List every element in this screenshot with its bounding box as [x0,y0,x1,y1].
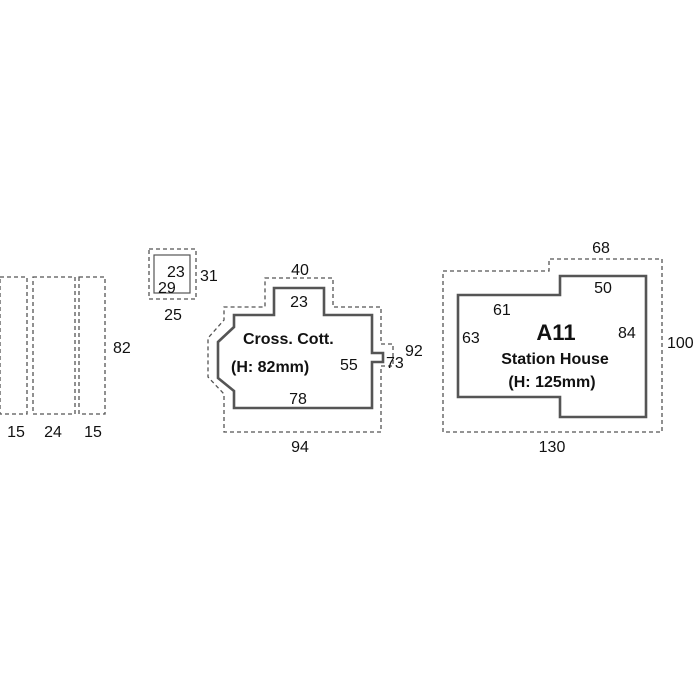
small-piece-dim-b: 29 [158,280,176,297]
cross-cottages-height: (H: 82mm) [231,359,309,376]
wall-piece-left [0,276,28,415]
cross-right-inner: 55 [340,357,358,374]
wall-piece-middle [32,276,76,415]
small-piece: 23 29 31 25 [148,248,218,324]
cross-top-outer: 40 [291,262,309,279]
cross-cottages-footprint [216,286,385,410]
cross-cottages-name: Cross. Cott. [243,331,334,348]
wall-height: 82 [113,340,131,357]
cross-top-inner: 23 [290,294,308,311]
small-piece-inner [153,254,191,294]
cross-bottom-inner: 78 [289,391,307,408]
station-right-outer: 100 [667,335,694,352]
small-piece-outline [148,248,197,300]
cross-right-outer: 73 [386,355,404,372]
station-top-inner: 50 [594,280,612,297]
station-top-outer: 68 [592,240,610,257]
crossing-cottages: 40 23 Cross. Cott. (H: 82mm) 55 73 78 94 [207,262,404,456]
station-code: A11 [536,320,575,345]
small-piece-outer-right: 31 [200,268,218,285]
wall-right-width: 15 [84,424,102,441]
station-left-outer: 92 [405,343,423,360]
wall-piece-right [78,276,106,415]
cross-bottom-outer: 94 [291,439,309,456]
wall-pieces: 15 24 15 82 [0,276,131,441]
station-step-inner: 61 [493,302,511,319]
wall-middle-width: 24 [44,424,62,441]
cross-cottages-outline [207,277,394,433]
station-house-footprint [456,274,648,419]
station-house-outline [442,258,663,433]
station-height: (H: 125mm) [508,374,595,391]
station-right-inner: 84 [618,325,636,342]
wall-left-width: 15 [7,424,25,441]
small-piece-dim-a: 23 [167,264,185,281]
small-piece-outer-bottom: 25 [164,307,182,324]
station-house: 92 68 50 61 63 A11 Station House (H: 125… [405,240,694,456]
station-name: Station House [501,351,609,368]
station-bottom-outer: 130 [539,439,566,456]
station-left-inner: 63 [462,330,480,347]
